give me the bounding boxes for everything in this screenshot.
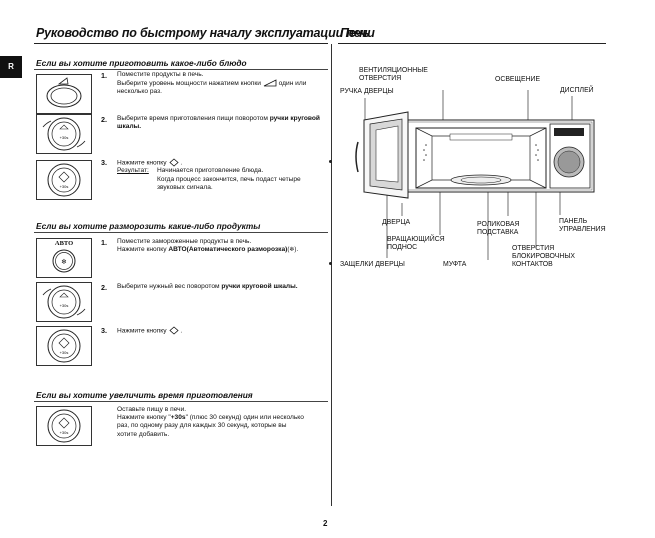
section-title-defrost: Если вы хотите разморозить какие-либо пр… — [36, 221, 261, 231]
svg-text:+30s: +30s — [60, 350, 69, 355]
step-number: 3. — [101, 158, 107, 167]
step-number: 3. — [101, 326, 107, 335]
auto-label: АВТО — [54, 240, 74, 247]
step-number: 1. — [101, 238, 107, 247]
label-door-latches: ЗАЩЕЛКИ ДВЕРЦЫ — [340, 261, 405, 268]
label-coupler: МУФТА — [443, 261, 467, 268]
step-number: 1. — [101, 71, 107, 80]
svg-text:+30s: +30s — [60, 430, 69, 435]
section-title-extend: Если вы хотите увеличить время приготовл… — [36, 390, 253, 400]
page-number: 2 — [323, 519, 328, 528]
svg-text:❄: ❄ — [61, 258, 67, 266]
start-icon — [169, 326, 179, 335]
step-text: Выберите время приготовления пищи поворо… — [117, 115, 320, 131]
step-text: Нажмите кнопку . — [117, 326, 183, 335]
dial-illustration: +30s — [36, 282, 92, 322]
section-rule — [34, 401, 328, 402]
plus30s-button-illustration: +30s — [36, 406, 92, 446]
section-title-cook: Если вы хотите приготовить какое-либо бл… — [36, 58, 247, 68]
step-text: Оставьте пищу в печи. Нажмите кнопку "+3… — [117, 406, 304, 438]
step-number: 2. — [101, 115, 107, 124]
section-rule — [34, 232, 328, 233]
step-text: Поместите замороженные продукты в печь. … — [117, 238, 299, 254]
section-rule — [34, 69, 328, 70]
label-display: ДИСПЛЕЙ — [560, 87, 594, 94]
power-level-icon — [263, 79, 277, 87]
start-button-illustration: +30s — [36, 326, 92, 366]
svg-text:+30s: +30s — [60, 303, 69, 308]
oven-illustration — [355, 90, 595, 260]
divider-dot — [329, 160, 332, 163]
label-door-handle: РУЧКА ДВЕРЦЫ — [340, 88, 394, 95]
step-text: Нажмите кнопку . Результат: Начинается п… — [117, 158, 301, 191]
power-button-illustration — [36, 74, 92, 114]
step-number: 2. — [101, 283, 107, 292]
left-page-title: Руководство по быстрому началу эксплуата… — [36, 26, 375, 40]
auto-defrost-button-illustration: АВТО ❄ — [36, 238, 92, 278]
divider-dot — [329, 262, 332, 265]
start-button-illustration: +30s — [36, 160, 92, 200]
dial-illustration: +30s — [36, 114, 92, 154]
start-icon — [169, 158, 179, 167]
step-text: Выберите нужный вес поворотом ручки круг… — [117, 283, 298, 290]
left-title-rule — [34, 43, 328, 44]
svg-text:+30s: +30s — [60, 135, 69, 140]
right-page-title: Печь — [340, 26, 370, 40]
language-tab: R — [0, 56, 22, 78]
column-divider — [331, 44, 332, 506]
svg-text:+30s: +30s — [60, 184, 69, 189]
defrost-icon: (❄) — [287, 247, 297, 254]
step-text: Поместите продукты в печь. Выберите уров… — [117, 71, 307, 96]
label-light: ОСВЕЩЕНИЕ — [495, 76, 541, 83]
right-title-rule — [338, 43, 606, 44]
label-door: ДВЕРЦА — [382, 219, 411, 226]
